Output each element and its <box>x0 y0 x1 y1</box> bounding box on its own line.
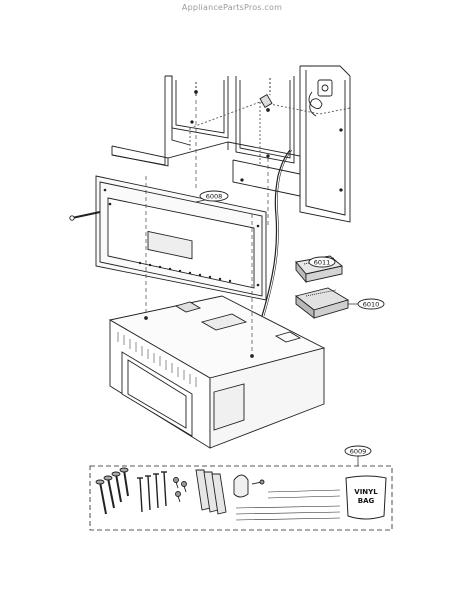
callout-6008: 6008 <box>195 190 229 203</box>
callout-6011: 6011 <box>308 256 336 268</box>
vinyl-bag-label-line1: VINYL <box>354 488 378 496</box>
machine-screws <box>173 477 187 503</box>
callout-label-hardware-kit: 6009 <box>350 448 367 456</box>
callout-label-filter-large: 6010 <box>363 301 380 309</box>
grease-filter-large <box>294 287 350 319</box>
wall-cabinets <box>111 65 351 317</box>
callout-6009: 6009 <box>344 445 372 466</box>
outlet-icon <box>317 79 333 97</box>
strap-clip <box>233 474 265 498</box>
hardware-kit: 6009 <box>89 445 393 531</box>
vinyl-bag-label-line2: BAG <box>358 497 375 505</box>
alignment-lines <box>145 100 269 356</box>
microwave-oven <box>108 295 326 449</box>
screw-strip <box>235 489 341 521</box>
mounting-plate <box>69 175 267 301</box>
callout-label-filter-small: 6011 <box>314 259 331 267</box>
watermark: AppliancePartsPros.com <box>181 3 283 12</box>
wing-anchors <box>195 469 227 515</box>
vinyl-bag: VINYL BAG <box>345 475 387 520</box>
callout-6010: 6010 <box>348 298 385 310</box>
wood-screws <box>95 467 129 515</box>
callout-label-mounting-plate: 6008 <box>206 193 223 201</box>
toggle-bolts <box>137 471 167 513</box>
